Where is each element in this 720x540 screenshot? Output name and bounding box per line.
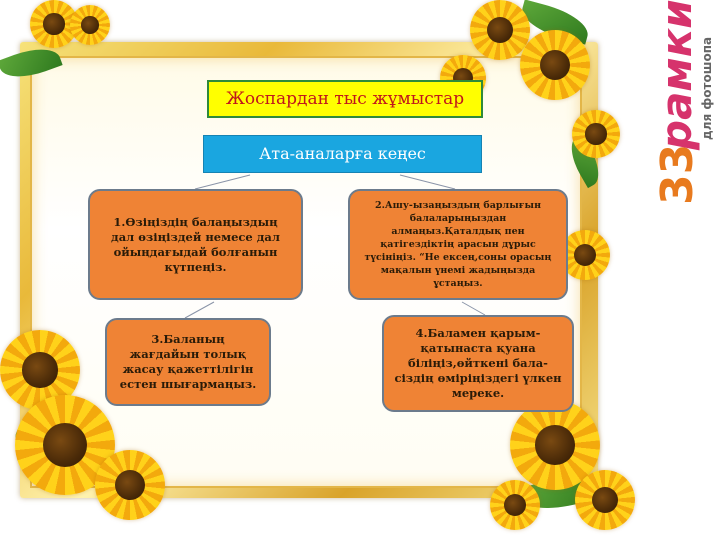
sunflower-icon	[510, 400, 600, 490]
sunflower-icon	[520, 30, 590, 100]
sunflower-icon	[560, 230, 610, 280]
logo-caption: для фотошопа	[700, 36, 714, 140]
advice-card-text: 1.Өзіңіздің балаңыздың дал өзіңіздей нем…	[111, 214, 280, 274]
sunflower-icon	[575, 470, 635, 530]
advice-card-3: 3.Баланың жағдайын толық жасау қажеттілі…	[105, 318, 271, 406]
logo-word: рамки	[652, 0, 701, 150]
side-watermark-logo: 33 рамки для фотошопа	[642, 0, 714, 540]
advice-card-1: 1.Өзіңіздің балаңыздың дал өзіңіздей нем…	[88, 189, 303, 300]
advice-card-4: 4.Баламен қарым-қатынаста қуана біліңіз,…	[382, 315, 574, 412]
sunflower-icon	[470, 0, 530, 60]
advice-card-text: 4.Баламен қарым-қатынаста қуана біліңіз,…	[394, 326, 562, 400]
sunflower-icon	[70, 5, 110, 45]
sunflower-icon	[490, 480, 540, 530]
sunflower-icon	[572, 110, 620, 158]
advice-card-text: 2.Ашу-ызаңызды‌ң барлығын балаларыңыздан…	[364, 200, 552, 289]
sunflower-icon	[95, 450, 165, 520]
page-title: Жоспардан тыс жұмыстар	[207, 80, 483, 118]
logo-number: 33	[652, 143, 703, 205]
subtitle-banner: Ата-аналарға кеңес	[203, 135, 482, 173]
advice-card-text: 3.Баланың жағдайын толық жасау қажеттілі…	[119, 332, 257, 391]
advice-card-2: 2.Ашу-ызаңызды‌ң барлығын балаларыңыздан…	[348, 189, 568, 300]
